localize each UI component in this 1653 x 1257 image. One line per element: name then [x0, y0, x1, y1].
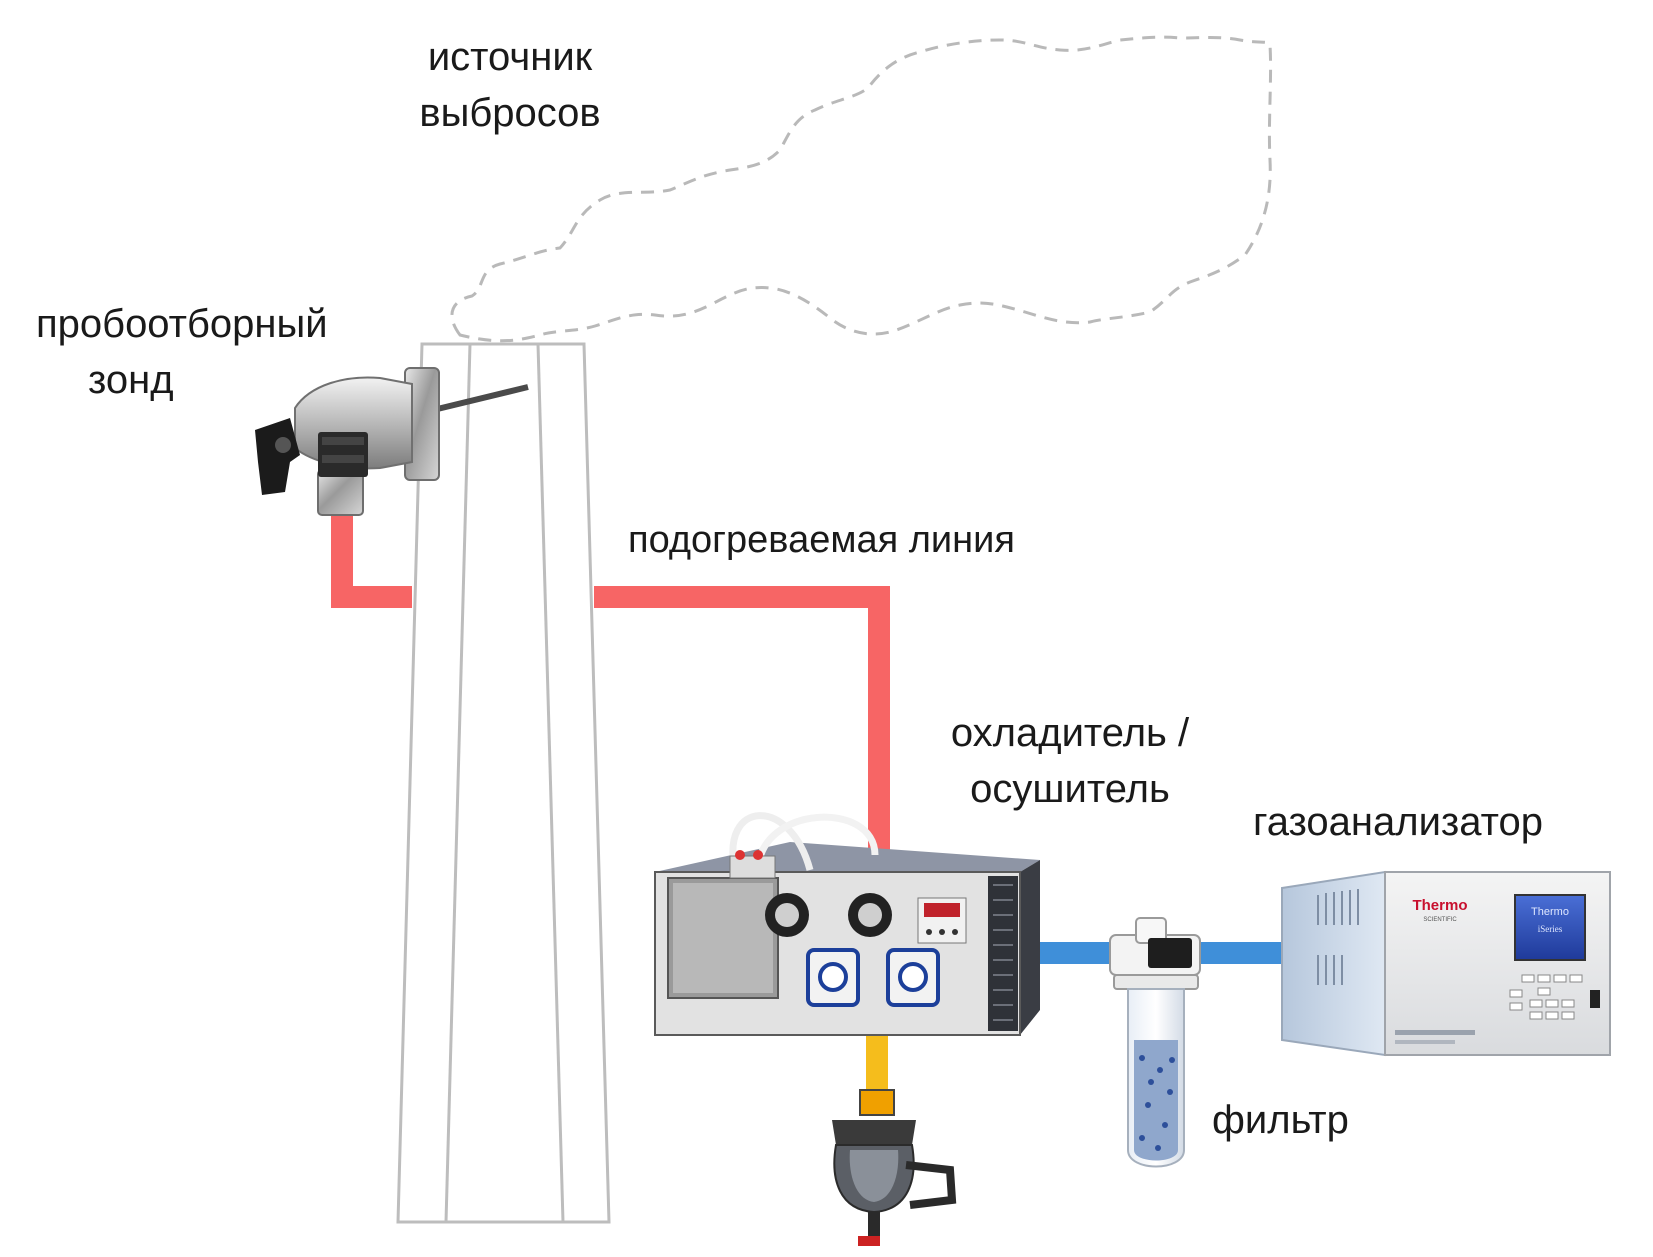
label-cooler-dryer-line-2: осушитель [970, 767, 1170, 811]
condensate-trap [832, 1089, 957, 1246]
label-cooler-dryer: охладитель / осушитель [910, 705, 1230, 817]
stack-outline [396, 342, 611, 1224]
sampling-probe [255, 367, 529, 516]
analyzer-screen-sub: iSeries [1538, 924, 1563, 934]
label-filter: фильтр [1212, 1098, 1349, 1142]
analyzer-logo-sub: SCIENTIFIC [1423, 917, 1457, 923]
label-gas-analyzer: газоанализатор [1253, 800, 1543, 844]
label-emission-source-line-1: источник [427, 35, 593, 79]
analyzer-keypad [1509, 974, 1583, 1020]
probe-rod [424, 384, 529, 415]
label-sampling-probe-line-2: зонд [88, 358, 174, 402]
analyzer-screen [1514, 894, 1586, 961]
cooler-dryer-unit [654, 812, 1040, 1036]
cooler-side [1020, 860, 1040, 1035]
label-cooler-dryer-line-1: охладитель / [950, 711, 1190, 755]
probe-handle [255, 418, 300, 495]
stack-line-left [444, 343, 472, 1223]
label-emission-source: источник выбросов [380, 29, 640, 141]
analyzer-screen-word: Thermo [1531, 906, 1569, 918]
analyzer-logo-word: Thermo [1412, 897, 1467, 914]
label-emission-source-line-2: выбросов [419, 91, 601, 135]
label-sampling-probe-line-1: пробоотборный [36, 302, 328, 346]
cooler-top [655, 842, 1040, 872]
heated-line [331, 510, 890, 852]
filter-unit [1109, 917, 1201, 1168]
stack-line-right [536, 343, 565, 1223]
label-heated-line: подогреваемая линия [628, 519, 1015, 561]
label-sampling-probe: пробоотборный зонд [36, 296, 328, 408]
stack [396, 342, 611, 1224]
analyzer-power-switch [1590, 990, 1600, 1008]
gas-analyzer: Thermo SCIENTIFIC Thermo iSeries [1281, 870, 1611, 1057]
